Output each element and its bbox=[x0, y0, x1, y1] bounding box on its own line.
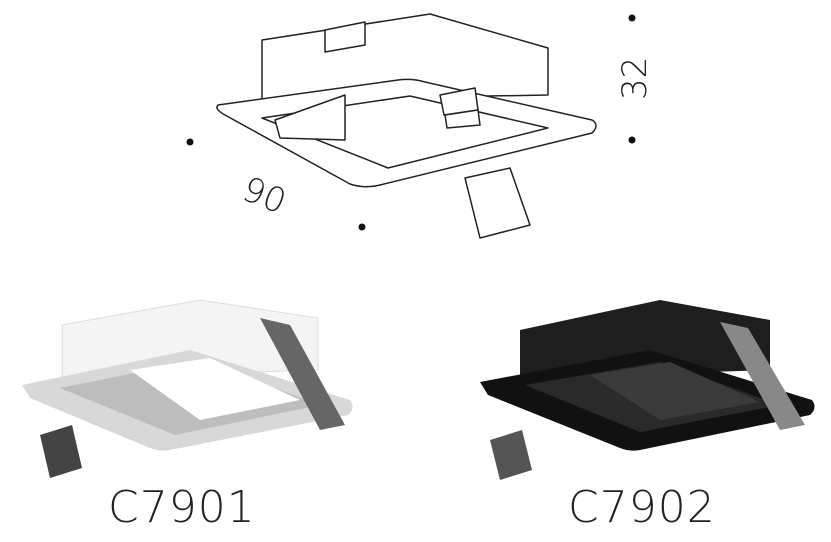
product-image-c7901 bbox=[22, 299, 353, 478]
spring-clip-right bbox=[444, 109, 481, 129]
dimension-height: 32 bbox=[615, 57, 655, 100]
connector-block bbox=[464, 167, 531, 239]
technical-drawing bbox=[216, 13, 597, 239]
dimension-markers bbox=[186, 14, 636, 231]
product-code-c7901: C7901 bbox=[108, 482, 256, 533]
product-image-c7902 bbox=[480, 300, 815, 480]
product-code-c7902: C7902 bbox=[568, 482, 716, 533]
dimension-width: 90 bbox=[237, 169, 292, 222]
spring-coil-left bbox=[324, 21, 366, 53]
spring-clip-left bbox=[274, 94, 346, 141]
